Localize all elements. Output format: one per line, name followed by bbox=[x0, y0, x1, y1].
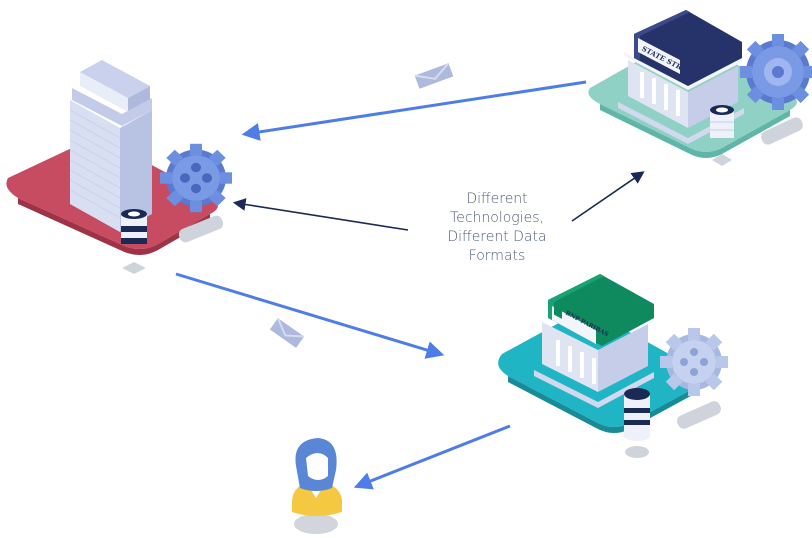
arrow-caption-to-tower bbox=[232, 198, 409, 231]
arrow-bnp-to-person bbox=[353, 424, 511, 490]
bnp-paribas-node: BNP PARIBAS bbox=[498, 274, 728, 458]
database-icon bbox=[624, 388, 650, 441]
arrow-state-street-to-tower bbox=[241, 80, 587, 141]
state-street-node: STATE STREET bbox=[588, 10, 812, 166]
tower-building-icon bbox=[72, 60, 152, 126]
caption-line: Different bbox=[466, 191, 528, 207]
diagram-caption: Different Technologies, Different Data F… bbox=[432, 190, 562, 266]
gear-icon bbox=[660, 328, 728, 396]
caption-line: Technologies, bbox=[450, 210, 544, 226]
gear-icon bbox=[740, 34, 812, 110]
caption-line: Different Data bbox=[447, 229, 547, 245]
database-icon bbox=[121, 209, 147, 244]
arrow-tower-to-bnp bbox=[175, 272, 445, 359]
arrow-caption-to-state-street bbox=[571, 171, 645, 222]
person-avatar-icon bbox=[292, 438, 342, 534]
gear-icon bbox=[160, 143, 232, 213]
bank-building-icon: BNP PARIBAS bbox=[534, 274, 654, 408]
envelope-icon bbox=[269, 317, 305, 348]
database-icon bbox=[710, 105, 734, 138]
tower-node bbox=[6, 60, 232, 274]
envelope-icon bbox=[414, 62, 454, 89]
caption-line: Formats bbox=[468, 248, 526, 264]
